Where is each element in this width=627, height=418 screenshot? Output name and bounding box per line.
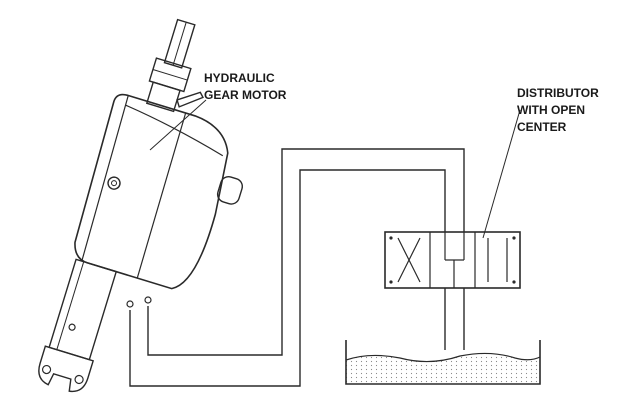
- hose-fittings: [126, 296, 152, 308]
- bolt: [107, 176, 121, 190]
- fluid-tank: [345, 340, 541, 385]
- clevis-fork: [38, 345, 95, 393]
- lever: [176, 91, 204, 108]
- hydraulic-gear-motor-assembly: [38, 18, 244, 393]
- distributor-label-line3: CENTER: [517, 120, 567, 134]
- motor-label-line2: GEAR MOTOR: [204, 88, 287, 102]
- lower-tube: [48, 258, 118, 361]
- motor-body: [74, 93, 229, 290]
- distributor-label-line2: WITH OPEN: [517, 103, 585, 117]
- side-knob: [216, 175, 244, 205]
- distributor-label-line1: DISTRIBUTOR: [517, 86, 599, 100]
- callout-leaders: [149, 99, 521, 239]
- motor-label-line1: HYDRAULIC: [204, 71, 275, 85]
- distributor-valve: [384, 231, 521, 289]
- hydraulic-hoses: [129, 148, 465, 387]
